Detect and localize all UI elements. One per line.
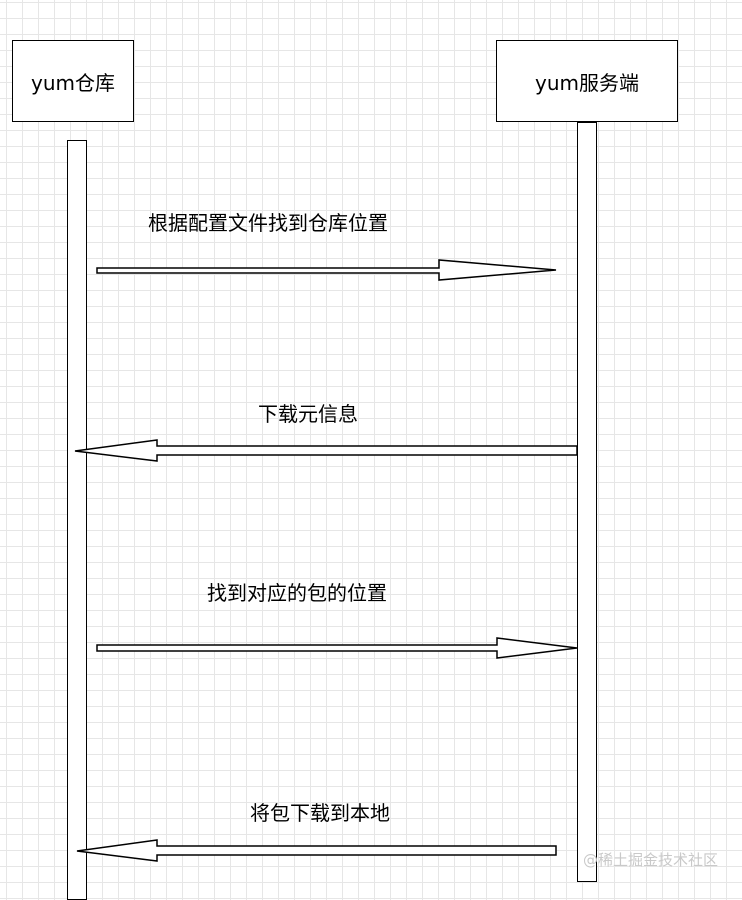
- actor-label: yum服务端: [535, 70, 639, 95]
- actor-yum-server: yum服务端: [496, 40, 678, 122]
- message-arrow-3: [96, 637, 578, 659]
- message-label-2: 下载元信息: [258, 402, 358, 426]
- message-label-4: 将包下载到本地: [250, 801, 390, 825]
- message-arrow-1: [96, 259, 557, 281]
- actor-yum-repo: yum仓库: [12, 40, 134, 122]
- message-arrow-2: [74, 439, 578, 462]
- message-label-3: 找到对应的包的位置: [207, 581, 387, 605]
- lifeline-yum-server: [577, 122, 597, 882]
- actor-label: yum仓库: [31, 70, 115, 95]
- message-label-1: 根据配置文件找到仓库位置: [148, 211, 388, 235]
- watermark: @稀土掘金技术社区: [582, 851, 718, 869]
- message-arrow-4: [76, 839, 557, 862]
